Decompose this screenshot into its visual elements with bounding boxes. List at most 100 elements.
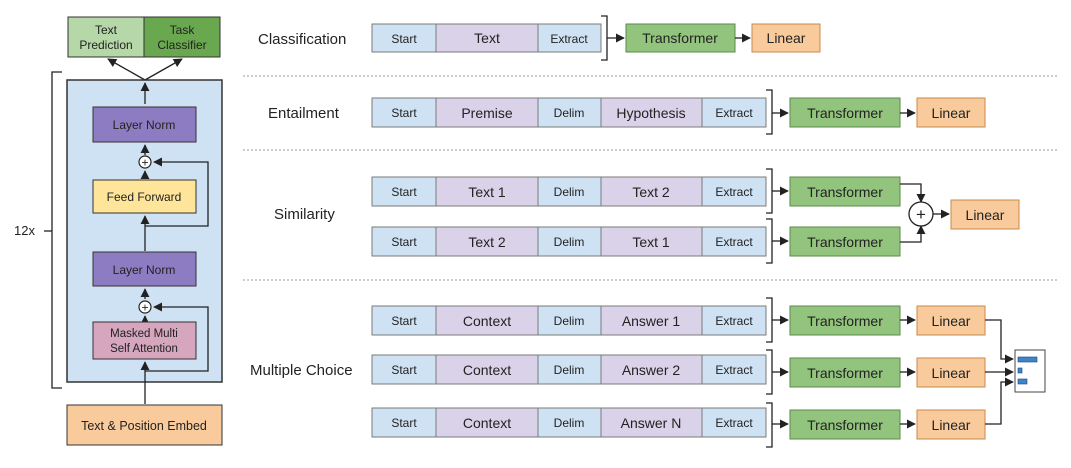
brace (601, 15, 608, 61)
hypothesis-box (600, 97, 703, 128)
extract-label: Extract (715, 416, 753, 430)
start-label: Start (391, 185, 417, 199)
linear-label: Linear (932, 105, 971, 121)
masked-attention-label-1: Masked Multi (110, 328, 178, 340)
delim-box (537, 176, 602, 207)
delim-label: Delim (554, 314, 585, 328)
layer-norm-top-label: Layer Norm (113, 118, 176, 132)
start-label: Start (391, 32, 417, 46)
start-box (371, 97, 437, 128)
context-box (435, 354, 539, 385)
transformer-label: Transformer (807, 105, 883, 121)
fork-arrow-left (107, 58, 146, 81)
residual-bottom (145, 302, 209, 372)
start-label: Start (391, 106, 417, 120)
text-a-label: Text 2 (468, 234, 506, 250)
answer-label: Answer N (621, 415, 682, 431)
extract-label: Extract (715, 235, 753, 249)
text-b-label: Text 1 (632, 234, 670, 250)
transformer-label: Transformer (642, 30, 718, 46)
feed-forward-label: Feed Forward (107, 190, 182, 204)
task-classifier-label-1: Task (170, 23, 196, 37)
linear-box (950, 199, 1020, 230)
answer-box (600, 354, 703, 385)
fork-arrow-right (144, 58, 183, 81)
linear-label: Linear (932, 313, 971, 329)
answer-label: Answer 1 (622, 313, 681, 329)
brace (766, 402, 773, 448)
transformer-box (789, 357, 901, 388)
start-label: Start (391, 314, 417, 328)
extract-box (701, 407, 767, 438)
linear-label: Linear (966, 207, 1005, 223)
linear-box (916, 305, 986, 336)
repeat-label: 12x (14, 223, 35, 238)
output-bar-1 (1017, 356, 1038, 363)
masked-attention-label-2: Self Attention (110, 343, 178, 355)
brace (766, 168, 773, 214)
add-node-top (138, 155, 152, 169)
delim-label: Delim (554, 106, 585, 120)
context-label: Context (463, 362, 511, 378)
embed-label: Text & Position Embed (81, 419, 207, 433)
transformer-label: Transformer (807, 313, 883, 329)
linear-box (916, 97, 986, 128)
linear-box (751, 23, 821, 53)
brace (766, 218, 773, 264)
answer-label: Answer 2 (622, 362, 681, 378)
extract-label: Extract (715, 185, 753, 199)
start-box (371, 407, 437, 438)
layer-norm-bottom-label: Layer Norm (113, 263, 176, 277)
embed-box (66, 404, 223, 446)
context-box (435, 305, 539, 336)
transformer-box (789, 176, 901, 207)
extract-box (701, 305, 767, 336)
layer-norm-bottom (92, 251, 197, 287)
text-box (435, 23, 539, 53)
text-a-box (435, 226, 539, 257)
transformer-label: Transformer (807, 234, 883, 250)
transformer-model: Text Prediction Task Classifier 12x Laye… (14, 16, 223, 446)
delim-label: Delim (554, 235, 585, 249)
merge-line-1 (985, 319, 1014, 364)
output-bar-3 (1017, 378, 1028, 385)
extract-label: Extract (715, 363, 753, 377)
context-label: Context (463, 313, 511, 329)
start-label: Start (391, 235, 417, 249)
task-similarity: Similarity Start Text 1 Delim Text 2 Ext… (274, 168, 1020, 264)
text-a-label: Text 1 (468, 184, 506, 200)
merge-line-top (900, 183, 926, 203)
hypothesis-label: Hypothesis (616, 105, 685, 121)
premise-box (435, 97, 539, 128)
delim-box (537, 305, 602, 336)
extract-box (537, 23, 602, 53)
text-b-box (600, 226, 703, 257)
extract-box (701, 226, 767, 257)
transformer-label: Transformer (807, 365, 883, 381)
start-label: Start (391, 363, 417, 377)
output-bar-2 (1017, 367, 1023, 374)
delim-box (537, 226, 602, 257)
delim-label: Delim (554, 416, 585, 430)
linear-box (916, 357, 986, 388)
repeat-bracket (51, 71, 62, 389)
start-box (371, 305, 437, 336)
delim-label: Delim (554, 185, 585, 199)
transformer-label: Transformer (807, 417, 883, 433)
task-multiple-choice: Multiple Choice Start Context Delim Answ… (250, 297, 1046, 448)
transformer-label: Transformer (807, 184, 883, 200)
merge-line-3 (985, 377, 1014, 425)
brace (766, 89, 773, 135)
multiple-choice-label: Multiple Choice (250, 362, 353, 379)
text-prediction-label-2: Prediction (79, 38, 132, 52)
extract-label: Extract (715, 106, 753, 120)
text-a-box (435, 176, 539, 207)
delim-label: Delim (554, 363, 585, 377)
extract-box (701, 176, 767, 207)
residual-top (145, 157, 209, 227)
context-label: Context (463, 415, 511, 431)
extract-box (701, 97, 767, 128)
extract-label: Extract (715, 314, 753, 328)
text-prediction-box (67, 16, 145, 58)
